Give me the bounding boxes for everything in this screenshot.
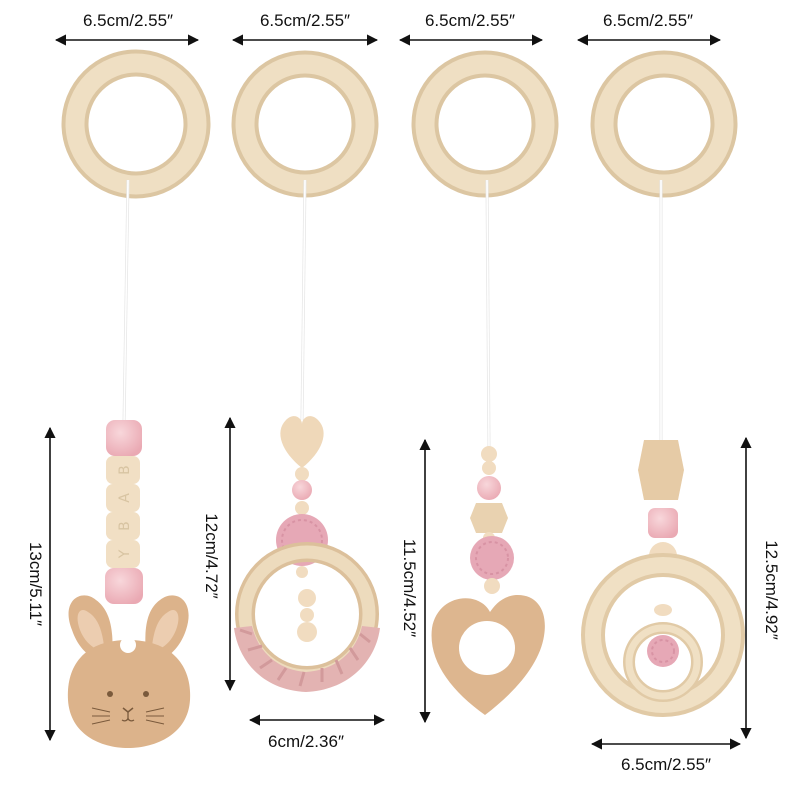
bead-letter-y: Y: [117, 549, 133, 559]
bottom-dimension-4: 6.5cm/2.55″: [590, 738, 742, 774]
toy-double-ring: [581, 440, 745, 717]
small-wood-bead: [295, 467, 309, 481]
toy-bunny: B A B Y: [67, 420, 191, 748]
bottom-dimension-2: 6cm/2.36″: [248, 714, 386, 751]
bottom-width-label-4: 6.5cm/2.55″: [621, 755, 711, 774]
pink-silicone-bead: [105, 568, 143, 604]
pink-silicone-bead: [648, 508, 678, 538]
height-label-2: 12cm/4.72″: [202, 513, 221, 598]
top-width-label-1: 6.5cm/2.55″: [83, 11, 173, 30]
bead-letter-b: B: [117, 465, 133, 475]
wooden-ring-1: [61, 49, 211, 199]
height-label-3: 11.5cm/4.52″: [400, 539, 419, 637]
top-width-label-2: 6.5cm/2.55″: [260, 11, 350, 30]
top-dimension-4: 6.5cm/2.55″: [576, 11, 722, 46]
bottom-width-label-2: 6cm/2.36″: [268, 732, 344, 751]
height-dimension-2: 12cm/4.72″: [202, 416, 236, 692]
pink-bead: [477, 476, 501, 500]
pink-silicone-bead: [106, 420, 142, 456]
bunny-teether: [67, 595, 191, 748]
toy-crochet-ring: [234, 416, 380, 692]
top-dimension-3: 6.5cm/2.55″: [398, 11, 544, 46]
height-dimension-4: 12.5cm/4.92″: [740, 436, 781, 740]
wooden-hexagon-bead: [638, 440, 684, 500]
height-dimension-3: 11.5cm/4.52″: [400, 438, 431, 724]
small-wood-bead: [295, 501, 309, 515]
wooden-heart-bead: [280, 416, 324, 468]
top-dimension-1: 6.5cm/2.55″: [54, 11, 200, 46]
wooden-hexagon-bead: [470, 503, 508, 533]
top-width-label-4: 6.5cm/2.55″: [603, 11, 693, 30]
height-label-1: 13cm/5.11″: [26, 542, 45, 626]
top-dimension-2: 6.5cm/2.55″: [231, 11, 379, 46]
bead-letter-b2: B: [117, 521, 133, 531]
pink-fabric-wrap: [234, 626, 380, 692]
height-label-4: 12.5cm/4.92″: [762, 540, 781, 640]
height-dimension-1: 13cm/5.11″: [26, 426, 56, 742]
top-width-label-3: 6.5cm/2.55″: [425, 11, 515, 30]
pink-bead: [292, 480, 312, 500]
letter-beads: B A B Y: [106, 456, 140, 568]
wooden-ring-2: [231, 50, 379, 198]
wooden-ring-3: [411, 50, 559, 198]
bead-letter-a: A: [117, 493, 133, 503]
toy-heart: [431, 446, 545, 715]
strings: [122, 179, 663, 448]
wooden-ring-4: [590, 50, 738, 198]
